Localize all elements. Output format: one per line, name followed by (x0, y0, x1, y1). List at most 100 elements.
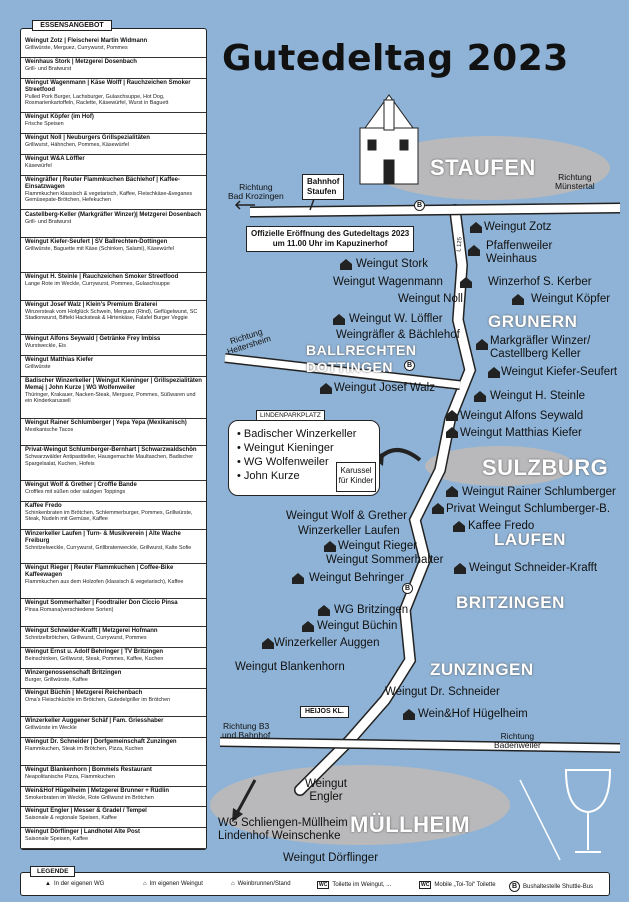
food-entry-title: Weingut Engler | Messer & Gradel / Tempe… (25, 808, 147, 815)
station-rainer-schlumberger: Weingut Rainer Schlumberger (462, 486, 616, 498)
food-entry: Weingut H. Steinle | Rauchzeichen Smoker… (21, 273, 206, 301)
food-entry-title: Weingräfler | Reuter Flammkuchen Bächleh… (25, 176, 180, 190)
direction-badenweiler: Richtung Badenweiler (494, 731, 541, 750)
food-entry-menu: Croffles mit süßen oder salzigen Topping… (25, 489, 126, 496)
bus-stop-icon: B (402, 583, 413, 594)
food-entry: Weingut Köpfer (im Hof)Frische Speisen (21, 113, 206, 135)
food-entry: Weingut Josef Walz | Klein's Premium Bra… (21, 301, 206, 336)
lindenplatz-item: • Badischer Winzerkeller (237, 428, 357, 440)
station-koepfer: Weingut Köpfer (531, 293, 611, 305)
weingut-icon (318, 605, 330, 616)
station-winzerkeller-laufen: Winzerkeller Laufen (298, 525, 400, 537)
food-entry-title: Weingut Rainer Schlumberger | Yepa Yepa … (25, 419, 187, 426)
food-entry: Winzerkeller Laufen | Turn- & Musikverei… (21, 530, 206, 565)
station-behringer: Weingut Behringer (309, 572, 405, 584)
food-entry-menu: Lange Rote im Weckle, Currywurst, Pommes… (25, 280, 170, 287)
station-rieger: Weingut Rieger (338, 540, 418, 552)
staufen-area (370, 136, 610, 200)
station-engler: Weingut Engler (305, 778, 347, 803)
weingut-icon (476, 339, 488, 350)
bus-stop-icon: B (414, 200, 425, 211)
food-entry-title: Kaffee Fredo (25, 502, 62, 509)
town-zunzingen: ZUNZINGEN (430, 660, 534, 679)
legend-item: ⌂Weinbrunnen/Stand (231, 881, 291, 887)
station-blankenhorn: Weingut Blankenhorn (235, 661, 345, 673)
lindenplatz-item: • WG Wolfenweiler (237, 456, 329, 468)
weingut-icon (333, 314, 345, 325)
food-entry-menu: Grill- und Bratwurst (25, 65, 72, 72)
station-schliengen: WG Schliengen-Müllheim Lindenhof Weinsch… (218, 817, 348, 842)
food-entry-menu: Schnitzelweckle, Currywurst, Grillbraten… (25, 544, 192, 551)
weingut-icon (324, 541, 336, 552)
food-entry: Castellberg-Keller (Markgräfler Winzer)|… (21, 211, 206, 239)
food-entry-menu: Wurstweckle, Eis (25, 343, 66, 350)
food-entry-title: Weingut Köpfer (im Hof) (25, 114, 94, 121)
food-entry-menu: Grillwürste im Weckle (25, 725, 77, 732)
food-entry-title: Weingut Wagenmann | Käse Wolff | Rauchze… (25, 79, 191, 93)
direction-bad-krozingen: Richtung Bad Krozingen (228, 182, 284, 201)
station-buechin: Weingut Büchin (317, 620, 398, 632)
food-entry-title: Weingut Schneider-Krafft | Metzgerei Hof… (25, 627, 158, 634)
legend-item: ⌂Im eigenen Weingut (143, 881, 203, 887)
food-entry-title: Weingut Dörflinger | Landhotel Alte Post (25, 829, 141, 836)
staufen-town-icon (359, 94, 419, 185)
station-steinle: Weingut H. Steinle (490, 390, 586, 402)
lindenplatz-item: • Weingut Kieninger (237, 442, 334, 454)
food-entry-title: Wein&Hof Hügelheim | Metzgerei Brunner +… (25, 787, 170, 794)
station-kaffee-fredo: Kaffee Fredo (468, 520, 535, 532)
food-entry-title: Weingut Dr. Schneider | Dorfgemeinschaft… (25, 738, 177, 745)
bus-stop-icon: B (404, 360, 415, 371)
station-matthias-kiefer: Weingut Matthias Kiefer (460, 427, 582, 439)
food-entry: Weingräfler | Reuter Flammkuchen Bächleh… (21, 176, 206, 211)
food-entry-title: Privat-Weingut Schlumberger-Bernhart | S… (25, 447, 197, 454)
weingut-icon (340, 259, 352, 270)
food-entry-title: Weingut Alfons Seywald | Getränke Frey I… (25, 336, 161, 343)
food-entry-title: Weingut Büchin | Metzgerei Reichenbach (25, 690, 143, 697)
weingut-icon (446, 410, 458, 421)
town-britzingen: BRITZINGEN (456, 593, 565, 612)
station-stork: Weingut Stork (356, 258, 429, 270)
weingut-icon (292, 573, 304, 584)
food-entry: Winzerkeller Auggener Schäf | Fam. Gries… (21, 717, 206, 738)
food-entry-title: Winzerkeller Laufen | Turn- & Musikverei… (25, 530, 181, 544)
food-entry-menu: Flammkuchen, Steak im Brötchen, Pizza, K… (25, 745, 144, 752)
station-wg-britzingen: WG Britzingen (334, 604, 409, 616)
page-title: Gutedeltag 2023 (222, 38, 569, 79)
mobile-wc-icon: WC (419, 881, 432, 889)
lindenplatz-item: • John Kurze (237, 470, 300, 482)
direction-muenstertal: Richtung Münstertal (555, 172, 595, 191)
food-entry-menu: Schwarzwälder Antipastiteller, Hausgemac… (25, 454, 194, 467)
station-kiefer-seufert: Weingut Kiefer-Seufert (501, 366, 618, 378)
food-entry-title: Weingut Kiefer-Seufert | SV Ballrechten-… (25, 239, 168, 246)
food-entry-title: Weingut W&A Löffler (25, 155, 85, 162)
town-muellheim: MÜLLHEIM (350, 812, 471, 837)
town-sulzburg: SULZBURG (482, 455, 609, 480)
bahnhof-staufen: Bahnhof Staufen (302, 174, 345, 200)
food-entry-menu: Saisonale & regionale Speisen, Kaffee (25, 815, 117, 822)
food-entry-title: Weingut Matthias Kiefer (25, 357, 94, 364)
weingut-icon (453, 521, 465, 532)
food-entry-menu: Pulled Pork Burger, Lachsburger, Gulasch… (25, 93, 169, 107)
food-entry-title: Weingut Josef Walz | Klein's Premium Bra… (25, 301, 158, 308)
weingut-icon (512, 294, 524, 305)
station-pfaffenweiler: Pfaffenweiler Weinhaus (486, 240, 553, 265)
food-entry-title: Winzergenossenschaft Britzingen (25, 669, 122, 676)
station-wagenmann: Weingut Wagenmann (333, 276, 443, 288)
food-entry-title: Weingut H. Steinle | Rauchzeichen Smoker… (25, 273, 179, 280)
town-laufen: LAUFEN (494, 530, 566, 549)
food-entry-menu: Mexikanische Tacos (25, 426, 74, 433)
food-entry: Weingut Kiefer-Seufert | SV Ballrechten-… (21, 238, 206, 273)
food-entry-title: Weingut Zotz | Fleischerei Martin Widman… (25, 38, 148, 44)
weingut-icon (446, 427, 458, 438)
food-entry-menu: Pinsa Romana(verschiedene Sorten) (25, 607, 114, 614)
station-doerflinger: Weingut Dörflinger (283, 852, 379, 864)
road-label-l125: L 125 (456, 236, 464, 253)
